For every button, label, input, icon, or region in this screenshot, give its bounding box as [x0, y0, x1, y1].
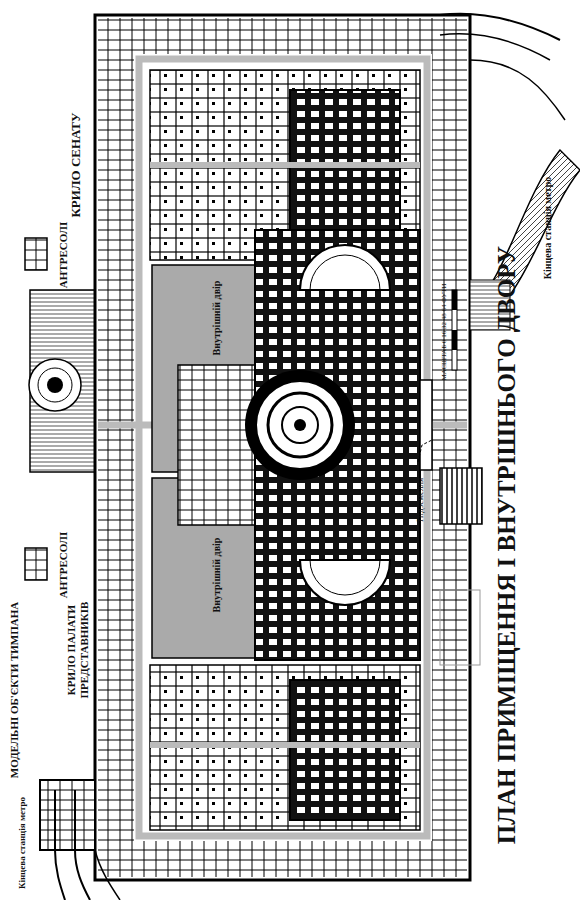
courtyard: Внутрішній двір [209, 277, 224, 360]
wing-label: КРИЛО СЕНАТУ [69, 112, 84, 217]
mezzanine-label: АНТРЕСОЛІ [57, 222, 70, 288]
subway-label: Кінцева станція метро [17, 797, 27, 889]
plan-title: ПЛАН ПРИМІЩЕННЯ І ВНУТРІШНЬОГО ДВОРУ [493, 246, 522, 844]
courtyard-label: Внутрішній двір [211, 538, 222, 613]
wing-label: КРИЛО ПАЛАТИ ПРЕДСТАВНИКІВ [65, 598, 90, 703]
scale-label: МАСШТАБ 0 16 32 48 64 ФУТИ [440, 284, 448, 381]
crypt-label: Підземелля [415, 478, 425, 522]
courtyard-label: Внутрішній двір [211, 281, 222, 356]
side-note: МОДЕЛЬНІ ОБ'ЄКТИ ТИМПАНА [8, 602, 21, 778]
courtyard: Внутрішній двір [209, 534, 224, 617]
subway-label: Кінцева станція метро [542, 177, 554, 279]
mezzanine-label: АНТРЕСОЛІ [57, 532, 70, 598]
